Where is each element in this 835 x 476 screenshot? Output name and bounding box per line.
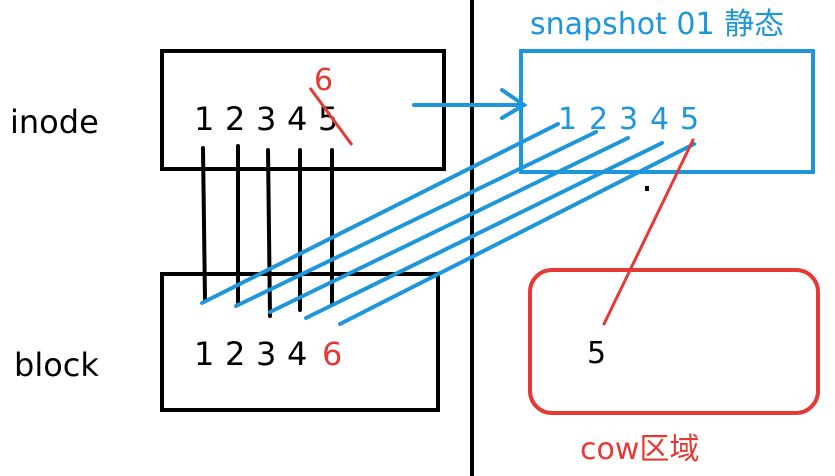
pointer-line-1 bbox=[201, 146, 207, 302]
snapshot-pointer-1 bbox=[200, 122, 560, 305]
inode-digit-4: 4 bbox=[287, 100, 307, 138]
snapshot-pointer-3 bbox=[268, 136, 630, 314]
inode-replacement-6: 6 bbox=[314, 63, 333, 98]
inode-digit-5-crossed: 5 bbox=[318, 100, 338, 138]
block-label: block bbox=[14, 346, 99, 384]
snapshot-box bbox=[519, 49, 815, 174]
snapshot-arrow bbox=[412, 88, 528, 120]
inode-label: inode bbox=[10, 103, 99, 141]
snapshot-pointer-4 bbox=[304, 141, 664, 320]
inode-digit-2: 2 bbox=[225, 100, 245, 138]
snapshot-pointer-5 bbox=[338, 142, 696, 326]
stray-dot bbox=[645, 186, 649, 191]
block-digit-4: 4 bbox=[287, 335, 307, 373]
cow-digit-5: 5 bbox=[587, 336, 606, 371]
inode-box bbox=[160, 49, 446, 171]
snapshot-digit-3: 3 bbox=[619, 102, 638, 137]
block-digit-2: 2 bbox=[225, 335, 245, 373]
snapshot-digit-2: 2 bbox=[589, 102, 608, 137]
inode-digit-3: 3 bbox=[256, 100, 276, 138]
snapshot-pointer-2 bbox=[234, 130, 598, 308]
block-digit-1: 1 bbox=[194, 335, 214, 373]
cow-pointer-line bbox=[602, 138, 695, 326]
snapshot-title: snapshot 01 静态 bbox=[530, 7, 784, 42]
inode-digit-1: 1 bbox=[194, 100, 214, 138]
block-new-digit-6: 6 bbox=[322, 335, 342, 373]
cow-title: cow区域 bbox=[580, 432, 699, 467]
block-digit-3: 3 bbox=[256, 335, 276, 373]
snapshot-digit-4: 4 bbox=[650, 102, 669, 137]
snapshot-digit-5: 5 bbox=[680, 102, 699, 137]
snapshot-digit-1: 1 bbox=[558, 102, 577, 137]
cow-box bbox=[528, 268, 820, 415]
strike-through-mark bbox=[308, 87, 354, 146]
